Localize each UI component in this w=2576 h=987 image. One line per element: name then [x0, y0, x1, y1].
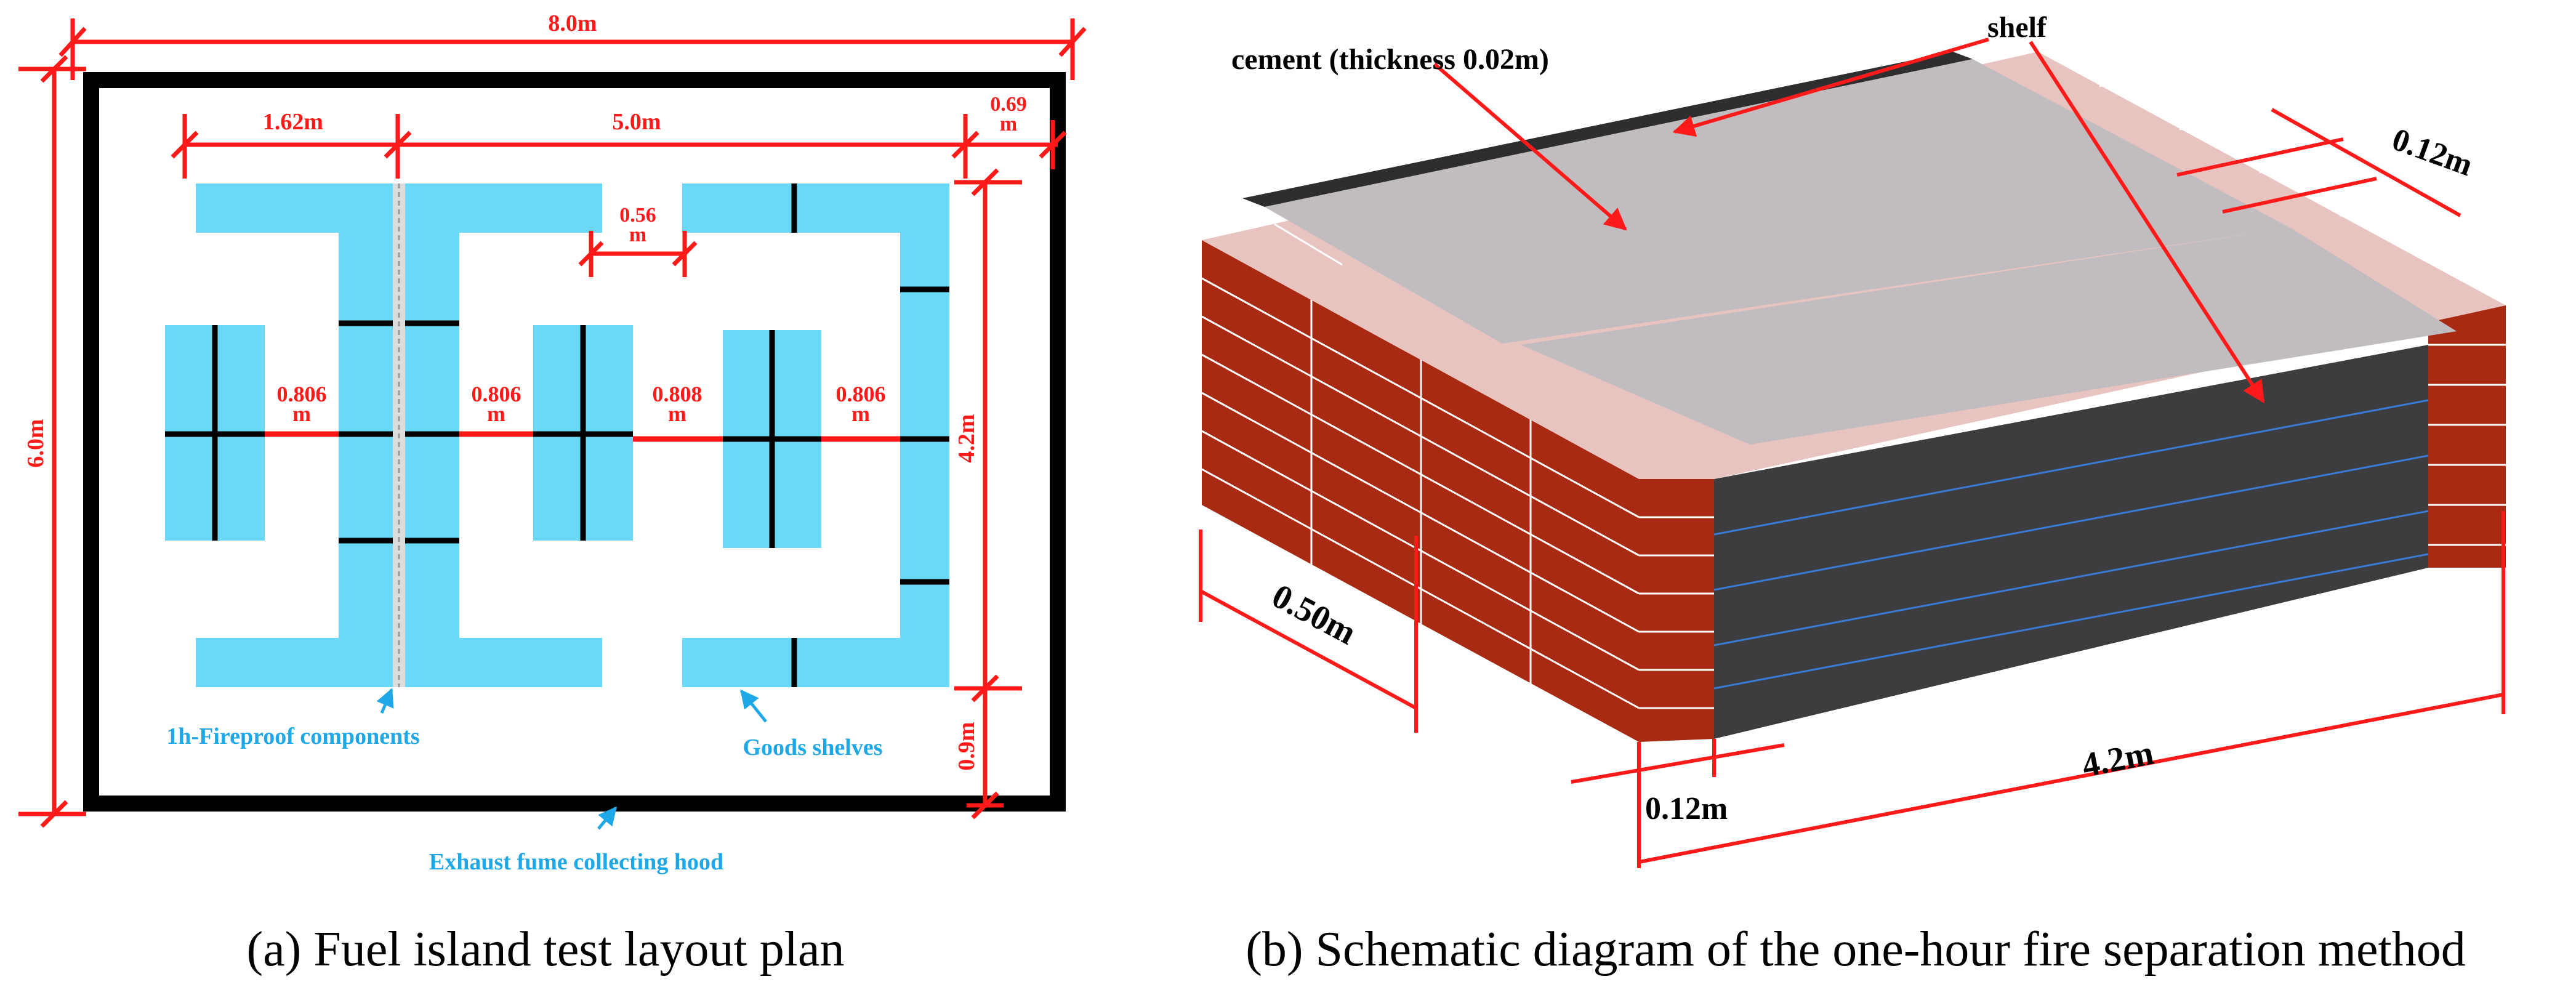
gap-label-unit: m	[292, 401, 311, 426]
fireproof-label: 1h-Fireproof components	[166, 723, 419, 749]
hood-arrow	[597, 806, 617, 830]
dim-0-56: 0.56	[619, 204, 656, 227]
dim-0-69: 0.69	[990, 93, 1027, 116]
brick-end-face	[1639, 479, 1714, 742]
dim-4-2-b: 4.2m	[2079, 734, 2157, 785]
shelf	[682, 638, 949, 687]
fireproof-arrow	[376, 688, 394, 714]
shelf	[196, 183, 340, 233]
brick-end-mortar	[1639, 516, 1714, 709]
dim-4-2: 4.2m	[954, 414, 980, 462]
shelf	[459, 183, 602, 233]
panel-a-caption: (a) Fuel island test layout plan	[247, 922, 845, 977]
dim-0-12-top: 0.12m	[2388, 122, 2477, 183]
gap-label: 0.806	[277, 382, 327, 406]
shelf-label: shelf	[1987, 11, 2047, 44]
dim-0-56-unit: m	[629, 224, 646, 246]
shelf	[900, 183, 949, 687]
shelves-arrow	[740, 689, 767, 723]
dim-0-9: 0.9m	[954, 722, 980, 770]
shelf	[196, 638, 340, 687]
shelf-lines	[1713, 399, 2429, 690]
panel-a: 8.0m 6.0m 1.62m 5.0m 0.69 m 0.56 m 4.2m …	[18, 10, 1087, 977]
shelf-dividers	[165, 183, 949, 687]
dim-0-69-unit: m	[1000, 113, 1017, 135]
dimension-lines	[18, 18, 1087, 828]
hood-border	[83, 72, 1066, 812]
panel-b: cement (thickness 0.02m) shelf 0.12m 0.5…	[1199, 11, 2506, 977]
cement-slab	[1265, 59, 2290, 344]
gap-lines	[265, 431, 900, 442]
dim-total-width: 8.0m	[548, 10, 597, 36]
dim-total-height: 6.0m	[23, 419, 49, 467]
dim-0-50: 0.50m	[1266, 577, 1362, 653]
brick-right-face	[2428, 305, 2506, 568]
cement-back-edge	[1242, 52, 1973, 207]
shelf	[459, 638, 602, 687]
dim-1-62: 1.62m	[263, 109, 323, 135]
brick-right-mortar	[2428, 344, 2506, 546]
hood-label: Exhaust fume collecting hood	[429, 849, 723, 875]
gap-label: 0.806	[472, 382, 521, 406]
gap-label: 0.808	[653, 382, 702, 406]
gap-label-unit: m	[487, 401, 505, 426]
pointer-arrows	[1433, 38, 2265, 404]
cement-slab-lower	[1521, 228, 2457, 445]
brick-left-mortar	[1201, 277, 1640, 709]
gap-label-unit: m	[668, 401, 686, 426]
panel-b-caption: (b) Schematic diagram of the one-hour fi…	[1246, 922, 2465, 977]
dimension-lines-b	[1199, 108, 2505, 868]
cement-label: cement (thickness 0.02m)	[1231, 43, 1549, 76]
gap-label-unit: m	[851, 401, 870, 426]
shelves-label: Goods shelves	[743, 735, 883, 760]
shelf-front-face	[1714, 345, 2428, 739]
dim-5-0: 5.0m	[612, 109, 661, 135]
gap-label: 0.806	[836, 382, 886, 406]
dim-0-12-bottom: 0.12m	[1645, 791, 1728, 826]
